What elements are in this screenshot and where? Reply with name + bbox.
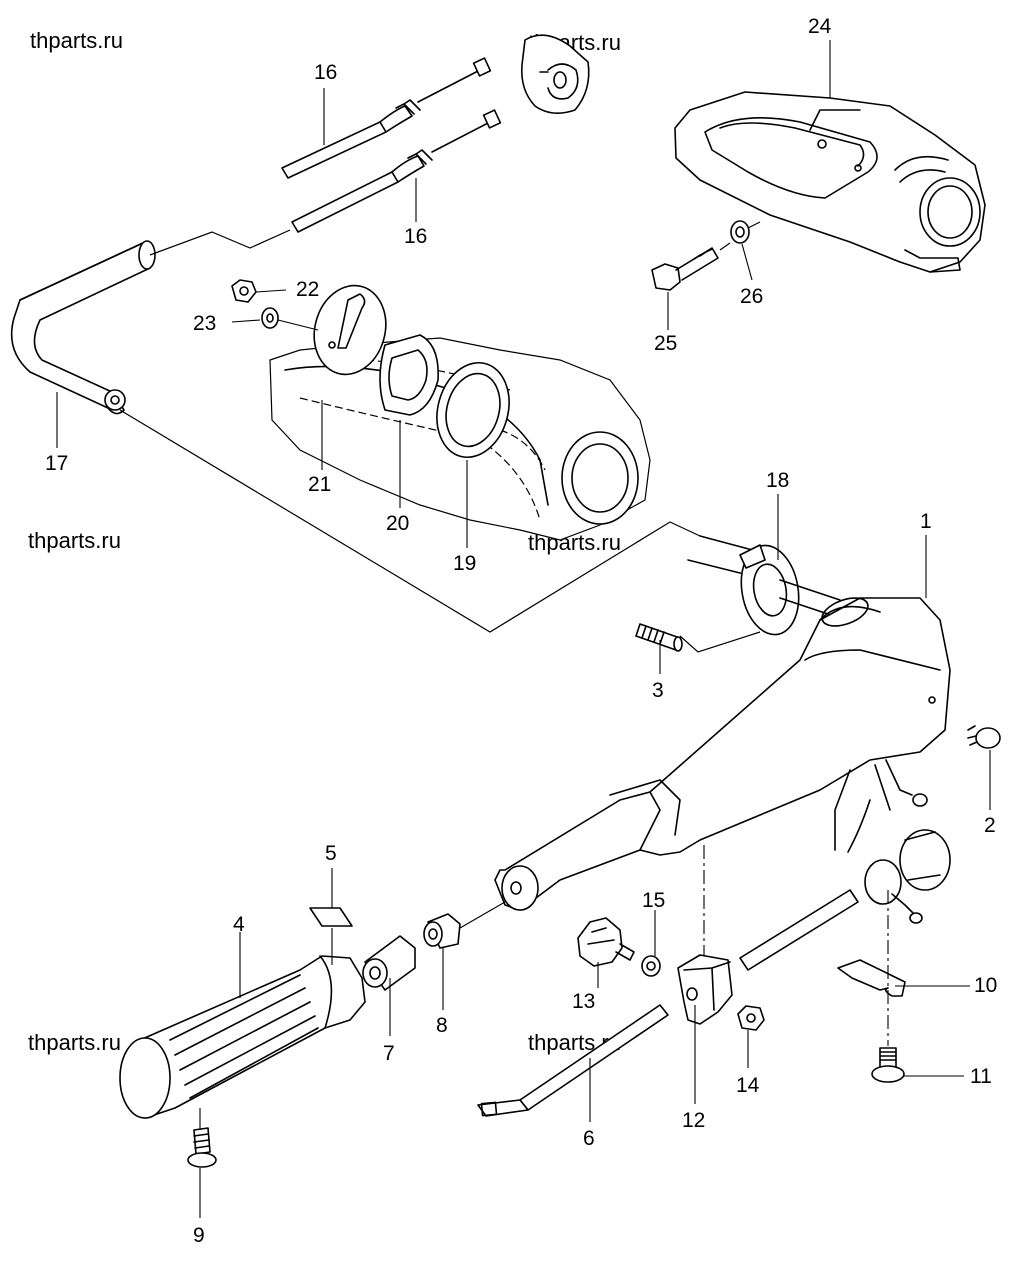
callout-1: 1 xyxy=(920,510,932,533)
bushing-part-8 xyxy=(423,913,461,949)
plate-part-10 xyxy=(837,959,906,997)
callout-7: 7 xyxy=(383,1042,395,1065)
gasket-part-20 xyxy=(379,334,439,416)
callout-11: 11 xyxy=(970,1065,992,1088)
bolt-part-25 xyxy=(651,247,719,291)
callout-20: 20 xyxy=(386,512,409,535)
washer-part-23 xyxy=(261,307,279,329)
tiller-arm-part-1 xyxy=(494,597,951,911)
label-part-5 xyxy=(309,907,353,927)
throttle-shaft-assembly xyxy=(739,799,951,971)
cable-part-16-upper xyxy=(281,57,492,179)
keyhole-plate-part-21 xyxy=(313,284,387,376)
callout-16: 16 xyxy=(314,61,337,84)
callout-18: 18 xyxy=(766,469,789,492)
nut-part-14 xyxy=(737,1005,765,1031)
rod-part-6 xyxy=(477,1004,669,1117)
callout-21: 21 xyxy=(308,473,331,496)
bracket-part-12 xyxy=(677,954,733,1025)
screw-part-11 xyxy=(871,1047,905,1083)
callout-4: 4 xyxy=(233,913,245,936)
callout-12: 12 xyxy=(682,1109,705,1132)
callout-19: 19 xyxy=(453,552,476,575)
callout-22: 22 xyxy=(296,278,319,301)
clip-part xyxy=(520,34,590,114)
callout-25: 25 xyxy=(654,332,677,355)
callout-16: 16 xyxy=(404,225,427,248)
screw-part-9 xyxy=(187,1127,217,1168)
washer-part-15 xyxy=(641,955,661,977)
plug-part-2 xyxy=(967,725,1001,749)
watermark: thparts.ru xyxy=(28,1030,121,1055)
callout-14: 14 xyxy=(736,1074,760,1097)
tiller-handle-part-24 xyxy=(674,91,986,273)
hose-part-17 xyxy=(10,240,156,415)
callout-13: 13 xyxy=(572,990,595,1013)
o-ring-part-19 xyxy=(436,361,510,459)
callout-26: 26 xyxy=(740,285,763,308)
knob-part-13 xyxy=(577,917,635,967)
grip-part-4 xyxy=(119,955,366,1119)
nut-part-22 xyxy=(231,279,257,303)
stud-part-3 xyxy=(635,623,683,652)
sleeve-part-7 xyxy=(362,935,416,991)
callout-24: 24 xyxy=(808,15,832,38)
callout-2: 2 xyxy=(984,814,996,837)
callout-5: 5 xyxy=(325,842,337,865)
callout-6: 6 xyxy=(583,1127,595,1150)
callout-8: 8 xyxy=(436,1014,448,1037)
callout-23: 23 xyxy=(193,312,216,335)
assembly-line xyxy=(119,409,701,633)
assembly-line xyxy=(679,631,761,653)
callout-17: 17 xyxy=(45,452,68,475)
grommet-part-18 xyxy=(687,535,841,636)
callout-3: 3 xyxy=(652,679,664,702)
assembly-line xyxy=(149,229,291,256)
callout-15: 15 xyxy=(642,889,665,912)
callout-10: 10 xyxy=(974,974,997,997)
washer-part-26 xyxy=(730,220,750,244)
cable-part-16-lower xyxy=(291,109,502,233)
watermark: thparts.ru xyxy=(28,528,121,553)
watermark: thparts.ru xyxy=(30,28,123,53)
callout-9: 9 xyxy=(193,1224,205,1247)
